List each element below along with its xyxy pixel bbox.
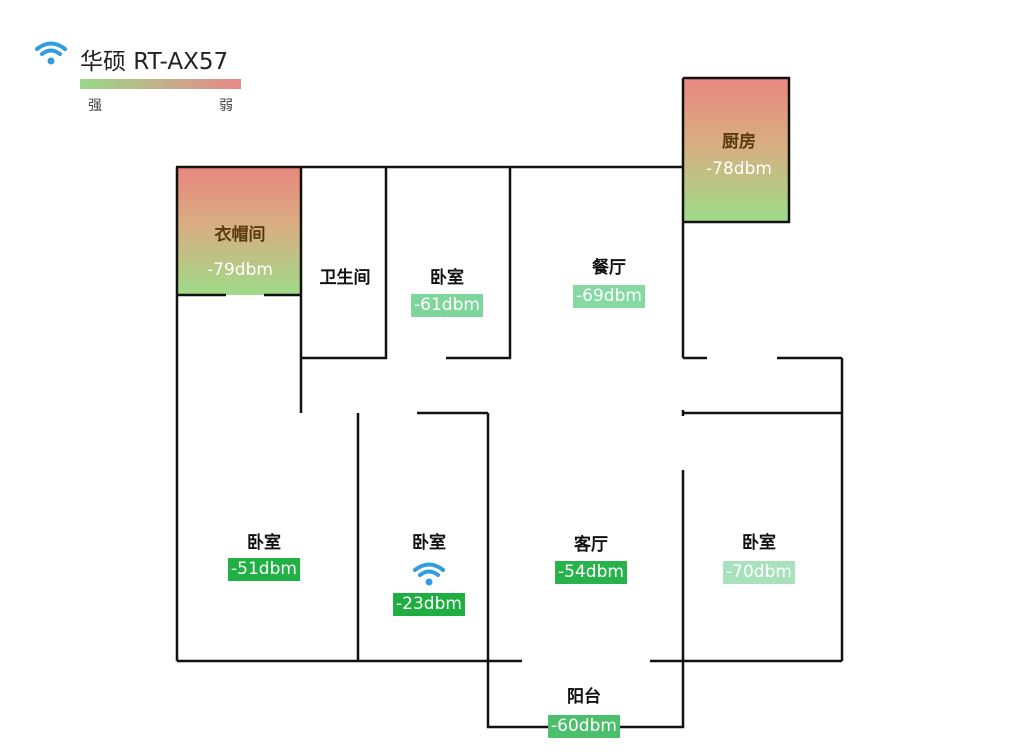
signal-badge: -61dbm	[411, 294, 483, 317]
signal-badge: -23dbm	[393, 593, 465, 616]
room-name: 餐厅	[591, 258, 626, 278]
room-kitchen: 厨房 -78dbm	[706, 127, 772, 181]
room-name: 阳台	[566, 687, 601, 707]
room-bedroom-1: 卧室 -61dbm	[411, 263, 483, 317]
room-bedroom-master: 卧室 -23dbm	[393, 528, 465, 616]
router-title: 华硕 RT-AX57	[80, 49, 229, 75]
room-bedroom-3: 卧室 -70dbm	[723, 528, 795, 584]
signal-value: -78dbm	[706, 159, 772, 179]
room-dining: 餐厅 -69dbm	[573, 253, 645, 308]
wifi-icon	[34, 40, 68, 72]
legend-strong-label: 强	[88, 98, 102, 114]
room-bathroom: 卫生间	[320, 263, 371, 288]
room-name: 卧室	[246, 533, 281, 553]
signal-badge: -70dbm	[723, 561, 795, 584]
signal-badge: -69dbm	[573, 285, 645, 308]
room-name: 卧室	[741, 533, 776, 553]
room-name: 客厅	[573, 535, 608, 555]
signal-legend-bar	[80, 79, 241, 89]
room-name: 卧室	[429, 268, 464, 288]
room-wardrobe: 衣帽间 -79dbm	[207, 220, 273, 282]
legend-weak-label: 弱	[219, 98, 233, 114]
room-balcony: 阳台 -60dbm	[548, 682, 620, 738]
room-name: 卫生间	[319, 268, 371, 288]
room-name: 衣帽间	[214, 225, 266, 245]
room-living: 客厅 -54dbm	[555, 530, 627, 584]
wardrobe-heat	[178, 168, 301, 295]
room-name: 卧室	[411, 533, 446, 553]
kitchen-heat	[683, 78, 789, 222]
wifi-icon	[393, 561, 465, 593]
signal-badge: -51dbm	[228, 558, 300, 581]
signal-badge: -60dbm	[548, 715, 620, 738]
room-name: 厨房	[721, 132, 756, 152]
room-bedroom-2: 卧室 -51dbm	[228, 528, 300, 581]
signal-badge: -54dbm	[555, 561, 627, 584]
signal-value: -79dbm	[207, 260, 273, 280]
